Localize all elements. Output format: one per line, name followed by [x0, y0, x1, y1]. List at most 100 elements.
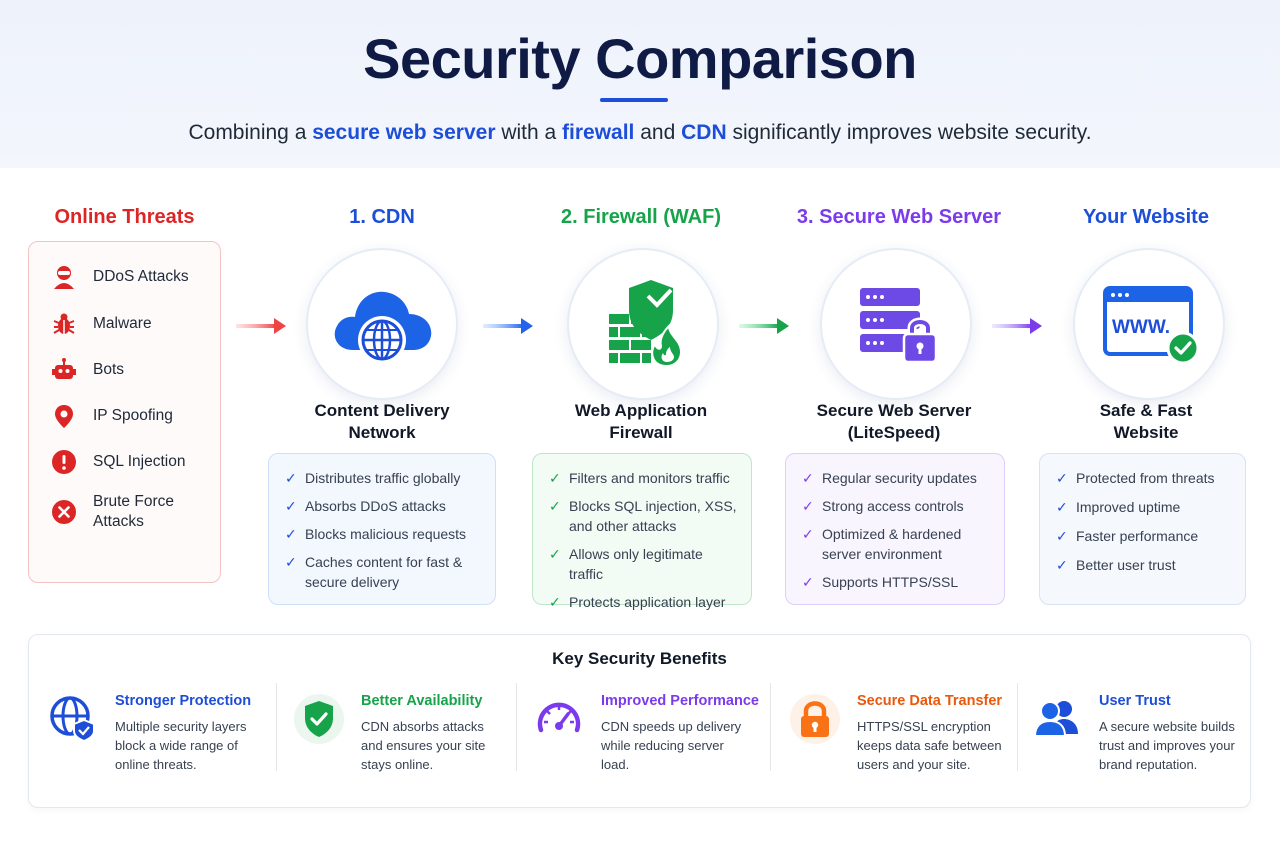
check-icon: ✓ [1056, 528, 1068, 544]
subtitle-part: Combining a [188, 121, 313, 144]
check-icon: ✓ [802, 470, 814, 486]
threat-label: Malware [93, 315, 152, 332]
website-label-line: Website [1113, 423, 1179, 442]
feature-item: ✓Protected from threats [1056, 468, 1233, 488]
cdn-features: ✓ Distributes traffic globally ✓Absorbs D… [268, 453, 496, 605]
benefit-desc: HTTPS/SSL encryption keeps data safe bet… [857, 719, 1002, 772]
page-subtitle: Combining a secure web server with a fir… [0, 121, 1280, 145]
check-icon: ✓ [549, 498, 561, 514]
feature-text: Blocks malicious requests [305, 526, 467, 542]
feature-item: ✓ Optimized & hardened server environment [802, 524, 992, 564]
firewall-label-line: Firewall [609, 423, 673, 442]
divider [1017, 683, 1018, 771]
subtitle-highlight: firewall [562, 121, 635, 144]
hacker-icon [49, 262, 79, 292]
benefit-desc: CDN absorbs attacks and ensures your sit… [361, 719, 486, 772]
server-label-line: Secure Web Server [816, 401, 972, 420]
feature-item: ✓ Strong access controls [802, 496, 992, 516]
threats-heading: Online Threats [54, 206, 195, 228]
threat-item: Bots [49, 355, 203, 385]
server-features: ✓ Regular security updates ✓ Strong access… [785, 453, 1005, 605]
benefit-desc: CDN speeds up delivery while reducing se… [601, 719, 742, 772]
feature-item: ✓Caches content for fast & secure delive… [285, 552, 483, 592]
threat-label: Brute Force Attacks [93, 493, 174, 530]
benefit-title: Secure Data Transfer [857, 693, 1003, 709]
feature-item: ✓ Faster performance [1056, 526, 1233, 546]
feature-item: ✓ Blocks malicious requests [285, 524, 483, 544]
threat-item: Malware [49, 309, 203, 339]
check-icon: ✓ [285, 498, 297, 514]
feature-item: ✓ Better user trust [1056, 555, 1233, 575]
threat-label: SQL Injection [93, 453, 186, 470]
website-features: ✓Protected from threats ✓ Improved uptime… [1039, 453, 1246, 605]
check-icon: ✓ [1056, 557, 1068, 573]
server-lock-icon [860, 288, 938, 364]
check-icon: ✓ [285, 470, 297, 486]
threat-item: IP Spoofing [49, 401, 203, 431]
check-icon: ✓ [285, 526, 297, 542]
feature-text: Regular security updates [822, 470, 977, 486]
feature-item: ✓Supports HTTPS/SSL [802, 572, 992, 592]
threat-item: Brute Force Attacks [49, 492, 203, 532]
check-icon: ✓ [802, 526, 814, 542]
divider [770, 683, 771, 771]
title-underline [600, 98, 668, 102]
threat-item: SQL Injection [49, 447, 203, 477]
header-band: Security Comparison Combining a secure w… [0, 0, 1280, 168]
feature-text: Distributes traffic globally [305, 470, 461, 486]
x-circle-icon [49, 497, 79, 527]
alert-icon [49, 447, 79, 477]
feature-item: ✓ Regular security updates [802, 468, 992, 488]
subtitle-part: and [634, 121, 682, 144]
feature-text: Strong access controls [822, 498, 964, 514]
feature-text: Allows only legitimate traffic [569, 546, 703, 582]
arrow-right-icon [236, 318, 286, 334]
check-icon: ✓ [549, 594, 561, 610]
feature-text: Filters and monitors traffic [569, 470, 730, 486]
arrow-right-icon [992, 318, 1042, 334]
divider [516, 683, 517, 771]
globe-shield-icon [47, 693, 99, 745]
feature-text: Better user trust [1076, 557, 1176, 573]
page-title: Security Comparison [363, 27, 917, 90]
check-icon: ✓ [285, 554, 297, 570]
threat-item: DDoS Attacks [49, 262, 203, 292]
threat-label: Bots [93, 361, 125, 378]
website-check-icon: WWW. [1103, 286, 1200, 365]
check-icon: ✓ [802, 498, 814, 514]
website-heading: Your Website [1083, 206, 1209, 228]
arrow-right-icon [483, 318, 533, 334]
threat-label: DDoS Attacks [93, 268, 189, 285]
cdn-heading: 1. CDN [349, 206, 415, 228]
cdn-label-line: Content Delivery [314, 401, 450, 420]
arrow-right-icon [739, 318, 789, 334]
shield-check-icon [293, 693, 345, 745]
feature-text: Improved uptime [1076, 499, 1181, 515]
feature-text: Faster performance [1076, 528, 1199, 544]
location-pin-icon [49, 401, 79, 431]
firewall-label-line: Web Application [574, 401, 708, 420]
bug-icon [49, 309, 79, 339]
users-icon [1031, 693, 1083, 745]
benefit-title: Stronger Protection [115, 693, 252, 709]
feature-text: Protects application layer [569, 594, 726, 610]
threats-panel: DDoS Attacks Malware Bots IP Spoofing SQ… [28, 241, 221, 583]
speedometer-icon [533, 693, 585, 745]
subtitle-part: significantly improves website security. [726, 121, 1092, 144]
benefits-title: Key Security Benefits [552, 649, 727, 668]
benefit-desc: A secure website builds trust and improv… [1099, 719, 1235, 772]
cdn-node [306, 248, 458, 400]
check-icon: ✓ [1056, 470, 1068, 486]
feature-item: ✓Absorbs DDoS attacks [285, 496, 483, 516]
benefit-title: Better Availability [361, 693, 483, 709]
firewall-icon [609, 280, 683, 368]
feature-item: ✓ Protects application layer [549, 592, 739, 612]
divider [276, 683, 277, 771]
cloud-globe-icon [334, 291, 432, 364]
feature-text: Optimized & hardened server environment [822, 526, 962, 562]
firewall-node [567, 248, 719, 400]
padlock-icon [789, 693, 841, 745]
benefits-panel: Key Security Benefits Stronger Protectio… [28, 634, 1251, 808]
